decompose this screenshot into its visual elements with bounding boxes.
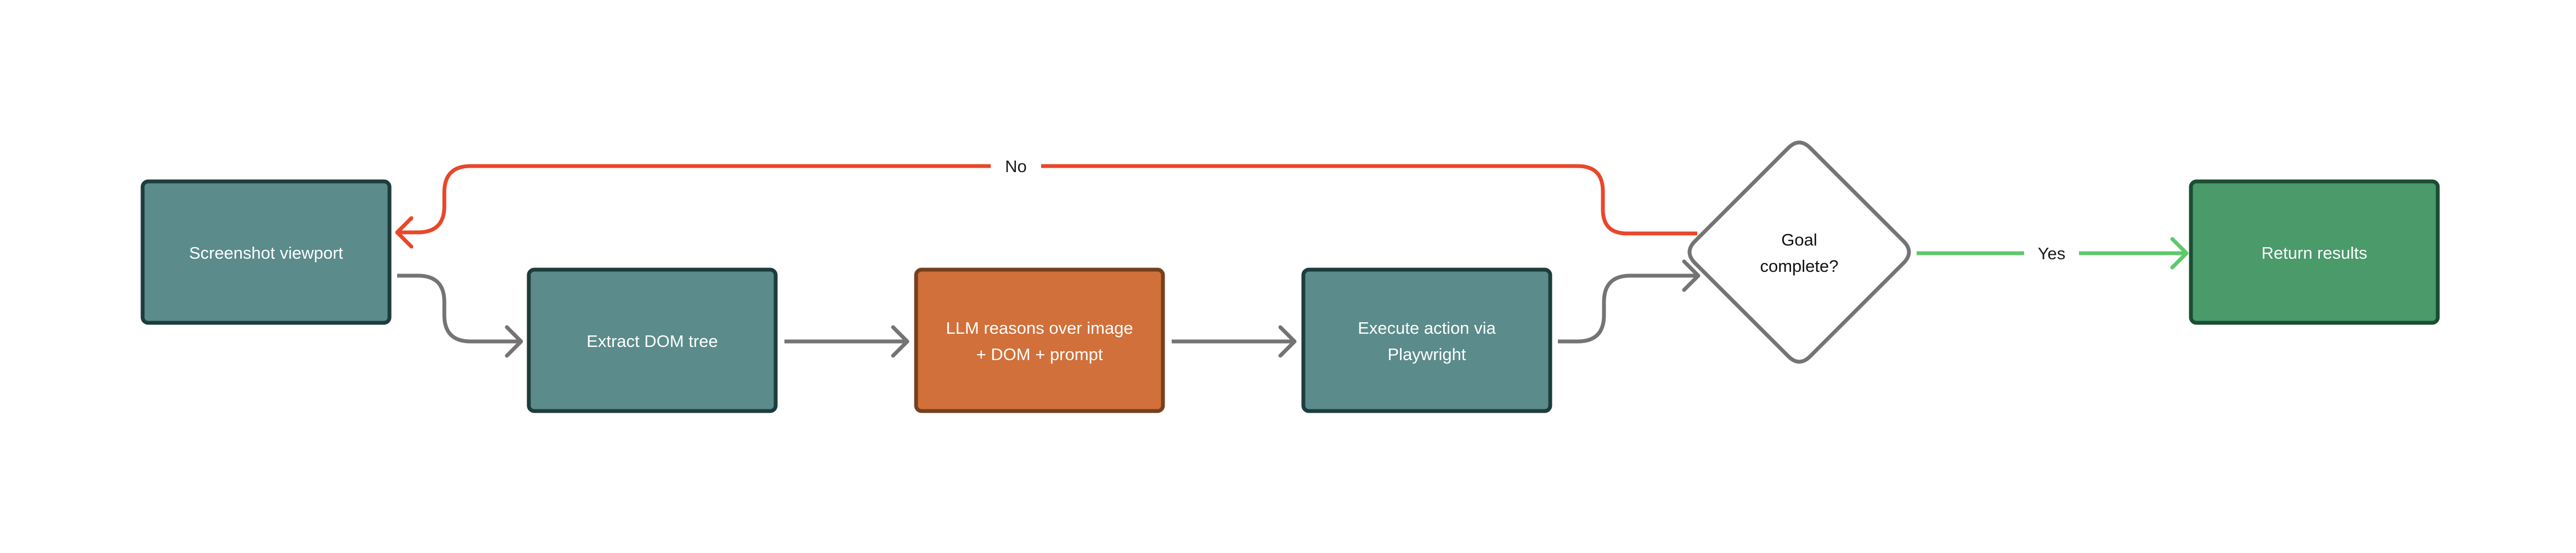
edge-no-loop: [397, 164, 1697, 236]
node-execute-box: [1301, 267, 1552, 413]
node-screenshot-viewport[interactable]: Screenshot viewport: [140, 179, 392, 325]
node-return-results[interactable]: Return results: [2189, 179, 2440, 325]
node-extract-box: [527, 267, 778, 413]
node-goal-label-line1: Goal: [1781, 230, 1817, 249]
node-screenshot-label: Screenshot viewport: [189, 243, 343, 263]
arrowhead-goal: [1682, 259, 1701, 292]
edge-screenshot-to-extract: [397, 273, 520, 344]
node-result-label: Return results: [2262, 243, 2368, 263]
node-goal-decision[interactable]: Goal complete?: [1687, 140, 1911, 364]
node-extract-label: Extract DOM tree: [586, 332, 718, 351]
node-result-box: [2189, 179, 2440, 325]
node-screenshot-box: [140, 179, 392, 325]
node-execute-action[interactable]: Execute action via Playwright: [1301, 267, 1552, 413]
node-goal-label-line2: complete?: [1760, 256, 1838, 276]
edge-execute-to-goal: [1558, 273, 1697, 344]
node-execute-label-line1: Execute action via: [1358, 318, 1496, 338]
node-execute-label-line2: Playwright: [1388, 345, 1466, 364]
node-llm-label-line1: LLM reasons over image: [946, 318, 1133, 338]
node-llm-box: [914, 267, 1165, 413]
node-goal-diamond: [1687, 140, 1911, 364]
arrowhead-execute: [1278, 325, 1297, 358]
node-llm-reasons[interactable]: LLM reasons over image + DOM + prompt: [914, 267, 1165, 413]
node-extract-dom[interactable]: Extract DOM tree: [527, 267, 778, 413]
arrowhead-result: [2170, 237, 2189, 270]
node-llm-label-line2: + DOM + prompt: [976, 345, 1103, 364]
edge-label-no: No: [1005, 157, 1027, 176]
arrowhead-llm: [891, 325, 909, 358]
arrowhead-extract: [505, 325, 523, 358]
arrowhead-screenshot: [395, 216, 414, 249]
edge-label-yes: Yes: [2038, 244, 2066, 263]
